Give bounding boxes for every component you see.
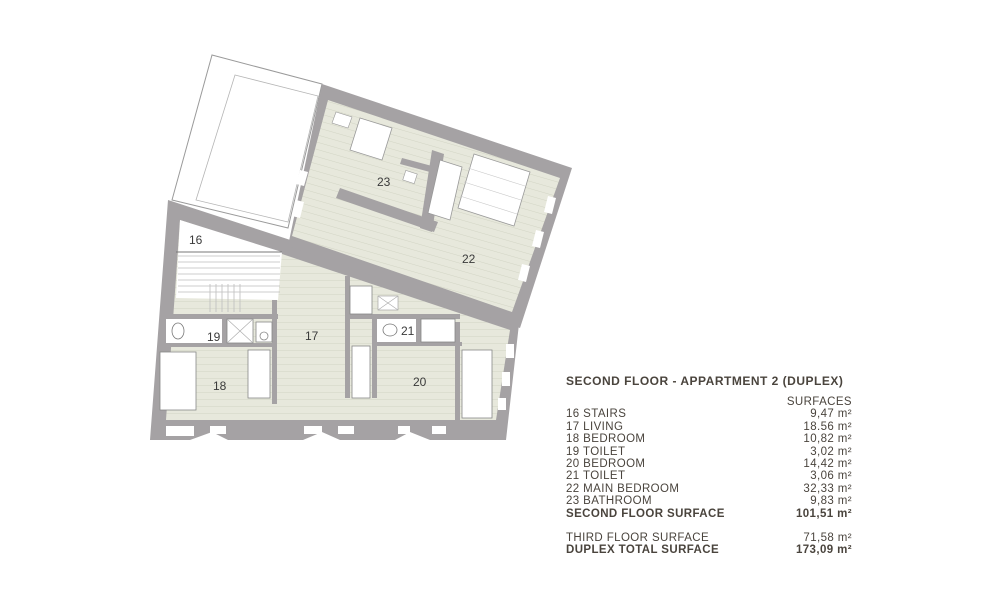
legend-row: 18 BEDROOM 10,82 m² xyxy=(566,433,852,445)
room-label-20: 20 xyxy=(413,375,427,389)
legend-duplex-name: DUPLEX TOTAL SURFACE xyxy=(566,544,720,557)
toilet-21-bowl xyxy=(382,323,398,337)
legend-row: 16 STAIRS 9,47 m² xyxy=(566,408,852,420)
closet-21 xyxy=(349,285,373,315)
legend-row-value: 32,33 m² xyxy=(803,482,852,495)
legend-room-rows: 16 STAIRS 9,47 m² 17 LIVING 18.56 m² 18 BE… xyxy=(566,408,852,507)
upper-block xyxy=(288,84,572,328)
legend-row-name: 22 MAIN BEDROOM xyxy=(566,482,680,495)
terrace-inner-outline xyxy=(195,74,319,223)
shower-21 xyxy=(420,318,456,343)
bed-18 xyxy=(159,351,197,411)
legend-third-floor-value: 71,58 m² xyxy=(803,532,852,545)
legend-row-value: 9,47 m² xyxy=(810,408,852,421)
desk-20 xyxy=(351,345,371,399)
legend-row-name: 19 TOILET xyxy=(566,445,626,458)
shelf-23 xyxy=(331,111,353,129)
room-label-22: 22 xyxy=(462,252,476,266)
legend-row-name: 16 STAIRS xyxy=(566,408,627,421)
legend-row-value: 18.56 m² xyxy=(803,420,852,433)
vanity-23 xyxy=(349,117,393,161)
bathroom-23-partition-3 xyxy=(400,158,432,172)
toilet-23 xyxy=(402,170,418,184)
legend-row-value: 3,06 m² xyxy=(810,470,852,483)
legend-row: 20 BEDROOM 14,42 m² xyxy=(566,458,852,470)
toilet-19-bowl xyxy=(171,322,185,340)
right-windows xyxy=(498,344,514,410)
legend-row-name: 18 BEDROOM xyxy=(566,433,646,446)
legend-column-header-row: SURFACES xyxy=(566,396,852,408)
room-label-16: 16 xyxy=(189,233,203,247)
legend-duplex-value: 173,09 m² xyxy=(795,544,852,557)
legend-row-value: 3,02 m² xyxy=(810,445,852,458)
room-label-23: 23 xyxy=(377,175,391,189)
legend-row-value: 14,42 m² xyxy=(803,458,852,471)
bottom-windows xyxy=(166,426,446,436)
legend-row-name: 21 TOILET xyxy=(566,470,626,483)
room-label-19: 19 xyxy=(207,330,221,344)
wardrobe-18 xyxy=(247,349,271,399)
legend-row-name: 17 LIVING xyxy=(566,420,624,433)
legend-row-name: 20 BEDROOM xyxy=(566,458,646,471)
legend-second-floor-total: SECOND FLOOR SURFACE 101,51 m² xyxy=(566,508,852,520)
legend-duplex-total: DUPLEX TOTAL SURFACE 173,09 m² xyxy=(566,544,852,556)
room-label-21: 21 xyxy=(401,324,415,338)
room-label-18: 18 xyxy=(213,379,227,393)
interior-partitions xyxy=(166,276,462,422)
surfaces-legend: SECOND FLOOR - APPARTMENT 2 (DUPLEX) SUR… xyxy=(566,374,852,557)
bed-20 xyxy=(461,349,493,419)
legend-row-value: 10,82 m² xyxy=(803,433,852,446)
legend-total-name: SECOND FLOOR SURFACE xyxy=(566,507,725,520)
legend-title: SECOND FLOOR - APPARTMENT 2 (DUPLEX) xyxy=(566,374,844,388)
legend-third-floor: THIRD FLOOR SURFACE 71,58 m² xyxy=(566,532,852,544)
room-label-17: 17 xyxy=(305,329,319,343)
legend-spacer xyxy=(566,520,852,532)
bath-23 xyxy=(427,159,463,221)
legend-row: 23 BATHROOM 9,83 m² xyxy=(566,495,852,507)
legend-column-header: SURFACES xyxy=(786,396,852,408)
legend-row-name: 23 BATHROOM xyxy=(566,495,652,508)
legend-row-value: 9,83 m² xyxy=(810,495,852,508)
legend-row: 21 TOILET 3,06 m² xyxy=(566,470,852,482)
terrace-outline xyxy=(171,54,323,229)
bathroom-23-partition xyxy=(336,188,438,232)
legend-row: 19 TOILET 3,02 m² xyxy=(566,446,852,458)
main-bed-22 xyxy=(457,153,531,227)
stair-treads xyxy=(178,255,280,312)
legend-third-floor-name: THIRD FLOOR SURFACE xyxy=(566,532,710,545)
legend-row: 17 LIVING 18.56 m² xyxy=(566,421,852,433)
legend-total-value: 101,51 m² xyxy=(795,507,852,520)
legend-row: 22 MAIN BEDROOM 32,33 m² xyxy=(566,483,852,495)
